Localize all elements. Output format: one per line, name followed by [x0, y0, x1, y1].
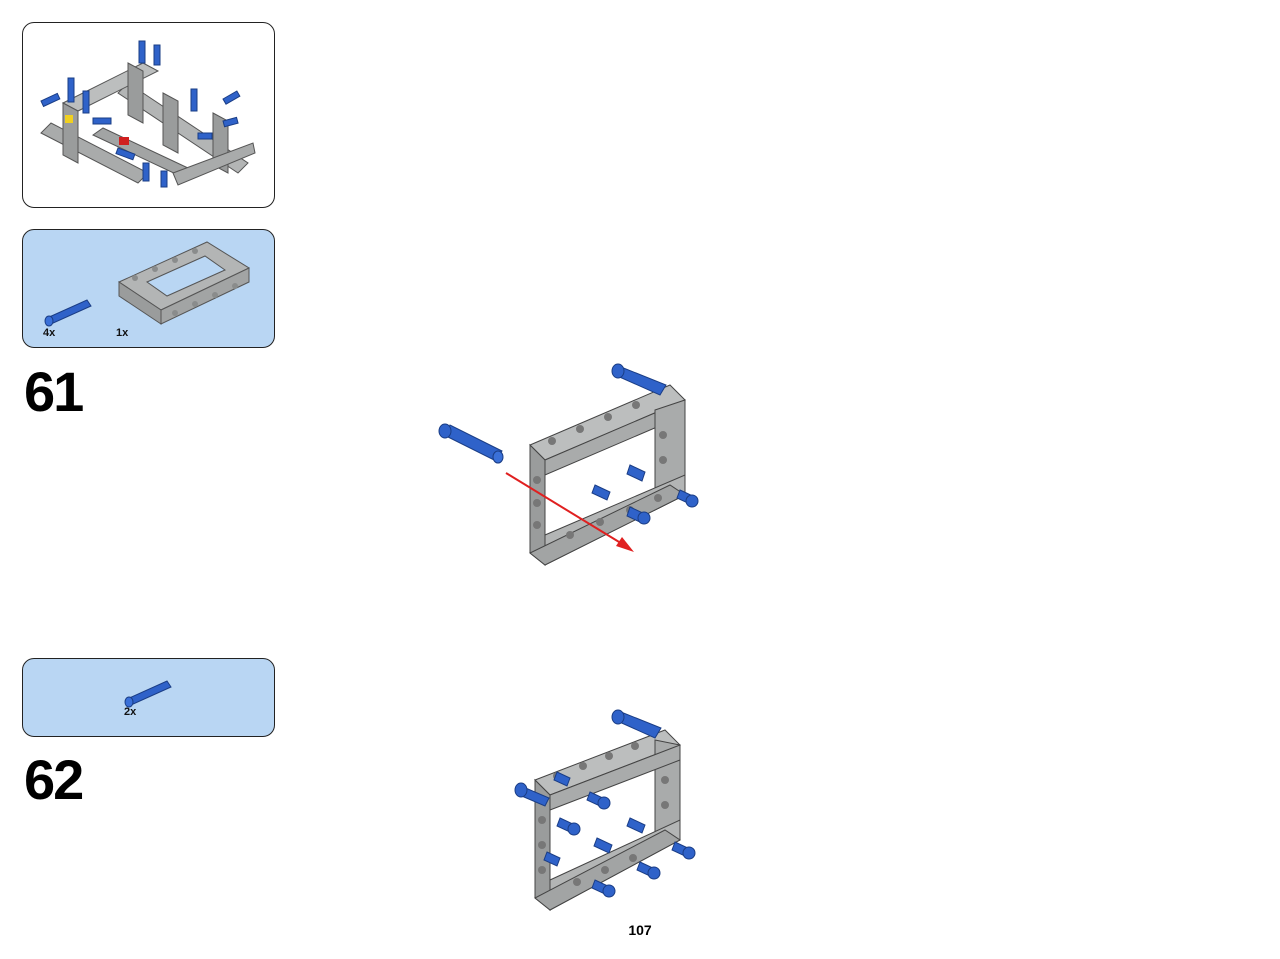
part-qty: 1x [116, 327, 129, 339]
part-qty: 2x [124, 706, 137, 718]
step-number: 61 [24, 360, 84, 423]
step-number: 62 [24, 748, 84, 811]
blue-pin-part-icon [44, 299, 92, 327]
blue-pin-part-icon [124, 680, 172, 708]
part-qty: 4x [43, 327, 56, 339]
parts-list-step-61: 4x 1x [22, 229, 275, 348]
step-61-illustration [438, 363, 699, 567]
parts-list-step-62: 2x [22, 658, 275, 737]
previous-assembly-illustration [40, 40, 256, 188]
step-62-illustration [514, 709, 696, 912]
overview-panel [22, 22, 275, 208]
page-number: 107 [628, 922, 652, 938]
grey-frame-part-icon [117, 241, 251, 325]
